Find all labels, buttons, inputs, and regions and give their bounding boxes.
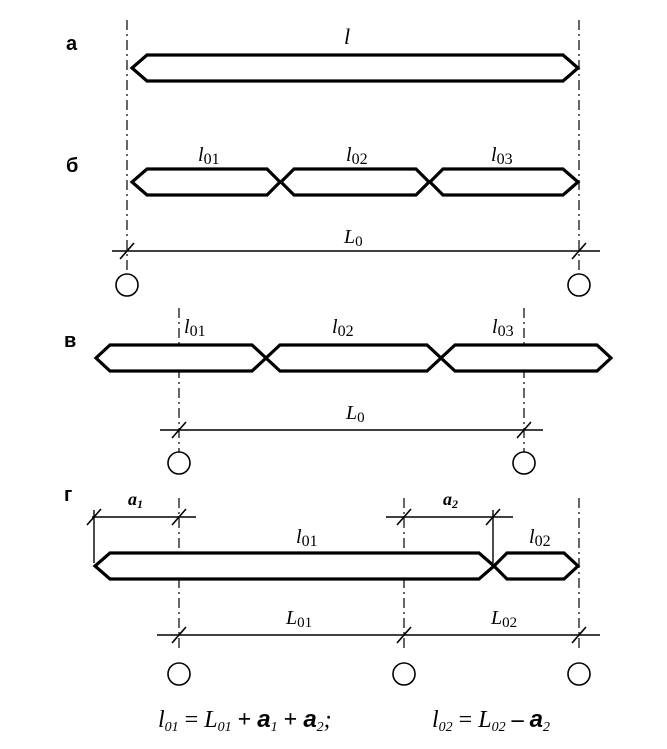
label-g-L01: L01 [285,607,312,631]
panel-label-g: г [64,484,72,506]
panel-b: б l01 l02 l03 L0 [66,144,600,297]
tick-b-left [119,242,135,260]
segment-b-3 [427,167,581,197]
label-v-L0: L0 [345,402,365,426]
panel-a: а l [66,20,581,260]
label-a2: a2 [443,489,458,511]
label-v-l03: l03 [492,316,514,340]
formula-l01: l01 = L01 + a1 + a2; [158,706,332,735]
panel-label-a: а [66,33,78,55]
label-v-l01: l01 [184,316,206,340]
segment-b-1 [129,167,283,197]
segment-v-1 [93,343,269,373]
label-g-l02: l02 [529,526,551,550]
formulas: l01 = L01 + a1 + a2; l02 = L02 – a2 [158,706,550,735]
label-b-l03: l03 [491,144,513,168]
label-b-l02: l02 [346,144,368,168]
tick-b-right [571,242,587,260]
support-g-2 [392,662,416,686]
tick-g-1 [171,626,187,644]
support-g-1 [167,662,191,686]
segment-v-2 [263,343,444,373]
support-b-right [567,273,591,297]
tick-v-left [171,421,187,439]
tick-a2-right [485,508,501,526]
label-g-l01: l01 [296,526,318,550]
segment-v-3 [438,343,614,373]
segment-b-2 [278,167,432,197]
tick-a2-left [396,508,412,526]
support-b-left [115,273,139,297]
panel-label-b: б [66,155,78,177]
label-g-L02: L02 [490,607,517,631]
tick-g-3 [571,626,587,644]
label-b-l01: l01 [198,144,220,168]
tick-a1-left [86,508,102,526]
support-v-right [512,451,536,475]
panel-g: г a1 a2 l01 l02 L01 L02 [64,484,600,686]
label-v-l02: l02 [332,316,354,340]
label-l: l [344,24,350,49]
tick-v-right [516,421,532,439]
label-b-L0: L0 [343,226,363,250]
panel-label-v: в [64,330,76,352]
segment-g-2 [491,551,581,581]
tick-a1-right [171,508,187,526]
segment-g-1 [92,551,497,581]
element-l [129,53,581,83]
label-a1: a1 [128,489,143,511]
tick-g-2 [396,626,412,644]
formula-l02: l02 = L02 – a2 [432,706,550,735]
support-g-3 [567,662,591,686]
support-v-left [167,451,191,475]
panel-v: в l01 l02 l03 L0 [64,308,614,475]
